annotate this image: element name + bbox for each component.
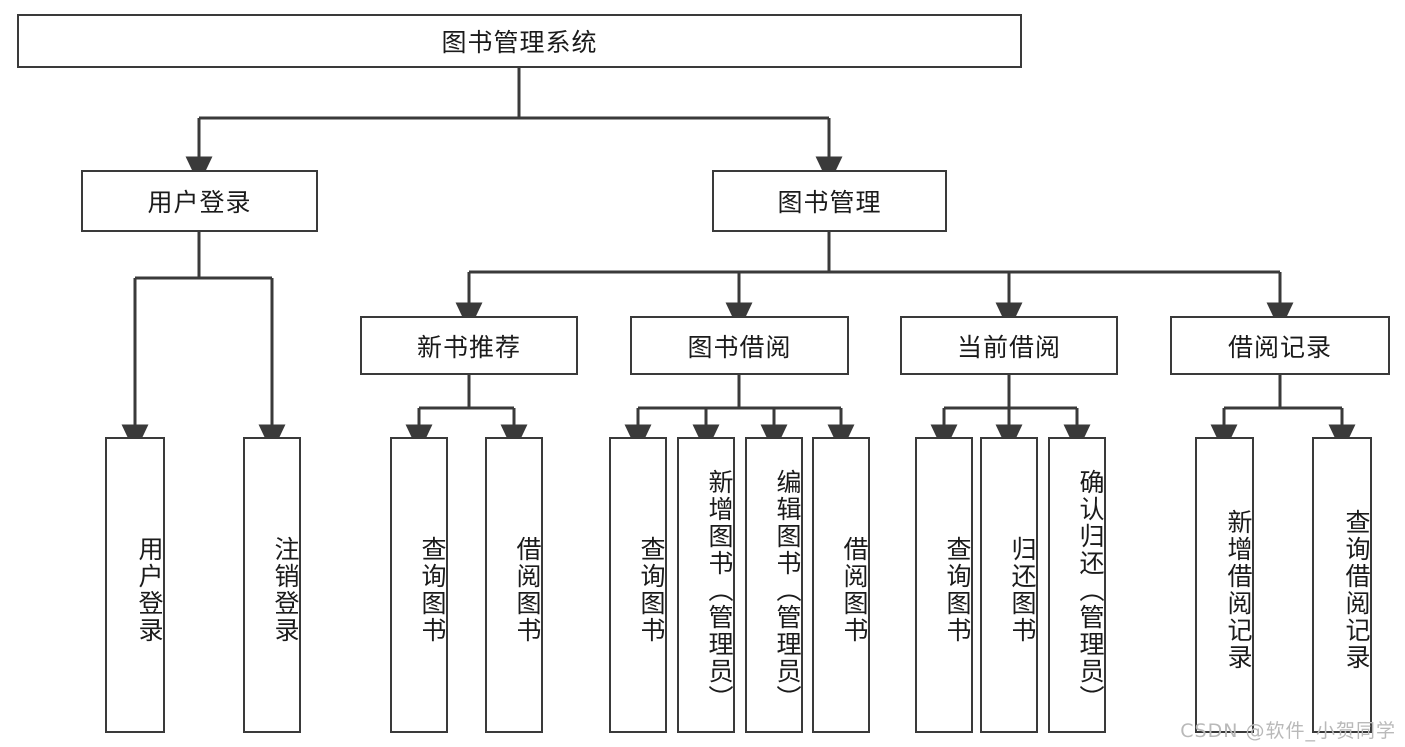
node-label: 查询图书 — [418, 536, 447, 644]
node-label: 注销登录 — [271, 536, 300, 644]
node-leaf-add-book-admin[interactable]: 新增图书（管理员） — [677, 437, 735, 733]
node-leaf-query-book-1[interactable]: 查询图书 — [390, 437, 448, 733]
node-label: 确认归还（管理员） — [1076, 468, 1105, 712]
node-label: 图书借阅 — [687, 332, 792, 362]
node-label: 图书管理系统 — [441, 28, 598, 57]
node-label: 新书推荐 — [416, 332, 521, 362]
node-label: 查询图书 — [943, 536, 972, 644]
node-label: 借阅图书 — [840, 536, 869, 644]
node-label: 查询借阅记录 — [1342, 509, 1371, 671]
node-book_borrow[interactable]: 图书借阅 — [630, 316, 849, 375]
node-label: 新增图书（管理员） — [705, 468, 734, 712]
node-label: 查询图书 — [637, 536, 666, 644]
node-user_login[interactable]: 用户登录 — [81, 170, 318, 232]
node-label: 借阅图书 — [513, 536, 542, 644]
node-leaf-borrow-book-2[interactable]: 借阅图书 — [812, 437, 870, 733]
node-current_borrow[interactable]: 当前借阅 — [900, 316, 1118, 375]
node-leaf-return-book[interactable]: 归还图书 — [980, 437, 1038, 733]
node-label: 借阅记录 — [1227, 332, 1332, 362]
node-leaf-borrow-book-1[interactable]: 借阅图书 — [485, 437, 543, 733]
node-leaf-logout-login[interactable]: 注销登录 — [243, 437, 301, 733]
csdn-watermark: CSDN @软件_小贺同学 — [1180, 720, 1396, 742]
node-leaf-confirm-return-admin[interactable]: 确认归还（管理员） — [1048, 437, 1106, 733]
node-borrow_record[interactable]: 借阅记录 — [1170, 316, 1390, 375]
node-label: 归还图书 — [1008, 536, 1037, 644]
node-root-system[interactable]: 图书管理系统 — [17, 14, 1022, 68]
node-leaf-query-book-2[interactable]: 查询图书 — [609, 437, 667, 733]
node-new_book_rec[interactable]: 新书推荐 — [360, 316, 578, 375]
node-leaf-add-borrow-record[interactable]: 新增借阅记录 — [1195, 437, 1254, 733]
node-leaf-query-book-3[interactable]: 查询图书 — [915, 437, 973, 733]
node-leaf-query-borrow-record[interactable]: 查询借阅记录 — [1312, 437, 1372, 733]
node-label: 编辑图书（管理员） — [773, 468, 802, 712]
node-label: 当前借阅 — [956, 332, 1061, 362]
node-leaf-edit-book-admin[interactable]: 编辑图书（管理员） — [745, 437, 803, 733]
node-label: 用户登录 — [135, 536, 164, 644]
node-label: 用户登录 — [147, 188, 252, 217]
node-label: 新增借阅记录 — [1224, 509, 1253, 671]
node-book_manage[interactable]: 图书管理 — [712, 170, 947, 232]
node-leaf-user-login[interactable]: 用户登录 — [105, 437, 165, 733]
node-label: 图书管理 — [777, 188, 882, 217]
